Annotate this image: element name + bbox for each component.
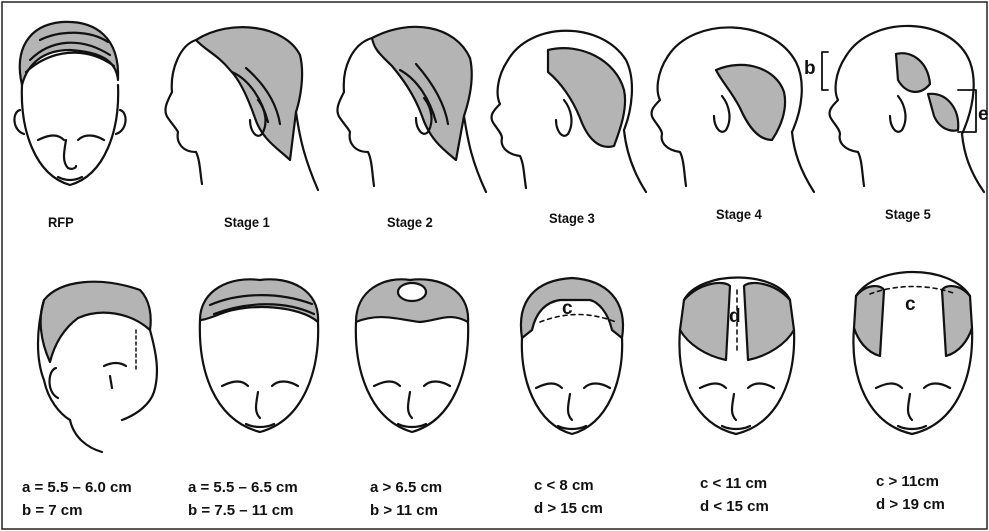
measurement-1-line-2: b = 7 cm bbox=[22, 499, 132, 522]
measurement-4-line-2: d > 15 cm bbox=[534, 497, 603, 520]
measurement-3: a > 6.5 cm b > 11 cm bbox=[370, 476, 442, 522]
measurement-4: c < 8 cm d > 15 cm bbox=[534, 474, 603, 520]
measurement-2-line-2: b = 7.5 – 11 cm bbox=[188, 499, 298, 522]
measurement-5-line-2: d < 15 cm bbox=[700, 495, 769, 518]
measurement-6: c > 11cm d > 19 cm bbox=[876, 470, 945, 516]
measurement-3-line-1: a > 6.5 cm bbox=[370, 476, 442, 499]
measurement-1: a = 5.5 – 6.0 cm b = 7 cm bbox=[22, 476, 132, 522]
caption-stage-5: Stage 5 bbox=[885, 206, 931, 222]
marker-e: e bbox=[978, 104, 989, 126]
caption-stage-4: Stage 4 bbox=[716, 206, 762, 222]
measurement-5: c < 11 cm d < 15 cm bbox=[700, 472, 769, 518]
marker-d: d bbox=[729, 306, 741, 328]
caption-stage-3: Stage 3 bbox=[549, 210, 595, 226]
measurement-6-line-2: d > 19 cm bbox=[876, 493, 945, 516]
marker-b: b bbox=[804, 58, 816, 80]
measurement-1-line-1: a = 5.5 – 6.0 cm bbox=[22, 476, 132, 499]
caption-stage-1: Stage 1 bbox=[224, 214, 270, 230]
marker-c-stage-6: c bbox=[905, 294, 916, 316]
measurement-2: a = 5.5 – 6.5 cm b = 7.5 – 11 cm bbox=[188, 476, 298, 522]
measurement-2-line-1: a = 5.5 – 6.5 cm bbox=[188, 476, 298, 499]
measurement-5-line-1: c < 11 cm bbox=[700, 472, 769, 495]
marker-c-stage-4: c bbox=[562, 298, 573, 320]
caption-rfp: RFP bbox=[48, 214, 74, 230]
measurement-4-line-1: c < 8 cm bbox=[534, 474, 603, 497]
caption-stage-2: Stage 2 bbox=[387, 214, 433, 230]
measurement-3-line-2: b > 11 cm bbox=[370, 499, 442, 522]
measurement-6-line-1: c > 11cm bbox=[876, 470, 945, 493]
